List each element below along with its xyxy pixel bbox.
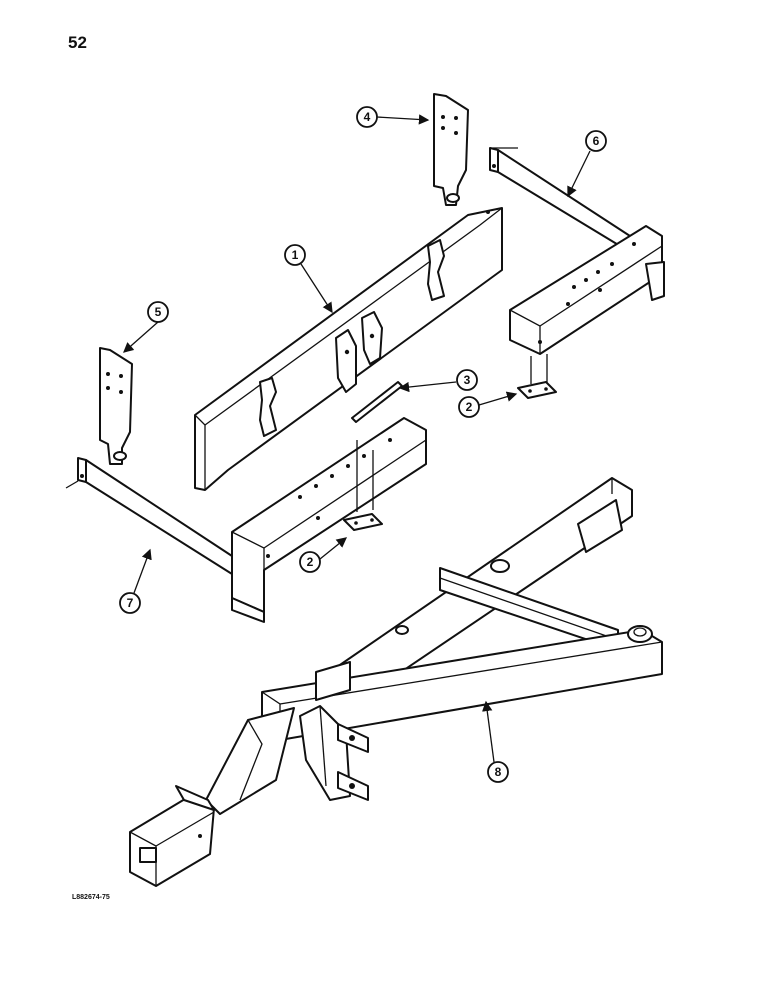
callout-2-left: 2 [299,551,321,573]
front-shield [194,207,503,491]
hitch-frame [129,477,663,887]
callout-6-label: 6 [593,134,600,148]
callout-6: 6 [585,130,607,152]
callout-8: 8 [487,761,509,783]
left-cross-member [65,417,427,623]
drawing-code: L882674-75 [72,894,110,901]
callout-2-right: 2 [458,396,480,418]
callout-7-label: 7 [127,596,134,610]
callout-4: 4 [356,106,378,128]
mounting-plate-left [99,347,133,465]
callout-1: 1 [284,244,306,266]
callout-2-left-label: 2 [307,555,314,569]
callout-3-label: 3 [464,373,471,387]
callout-2-right-label: 2 [466,400,473,414]
callout-5-label: 5 [155,305,162,319]
bracket-plate-right [517,354,557,399]
callout-3: 3 [456,369,478,391]
pin [351,381,403,423]
callout-7: 7 [119,592,141,614]
callout-4-label: 4 [364,110,371,124]
callout-8-label: 8 [495,765,502,779]
callout-1-label: 1 [292,248,299,262]
mounting-plate-upper [433,93,469,206]
page-number: 52 [68,33,87,52]
bracket-plate-left [343,440,383,531]
leader-lines [123,114,591,763]
right-cross-member [489,147,665,355]
callout-5: 5 [147,301,169,323]
